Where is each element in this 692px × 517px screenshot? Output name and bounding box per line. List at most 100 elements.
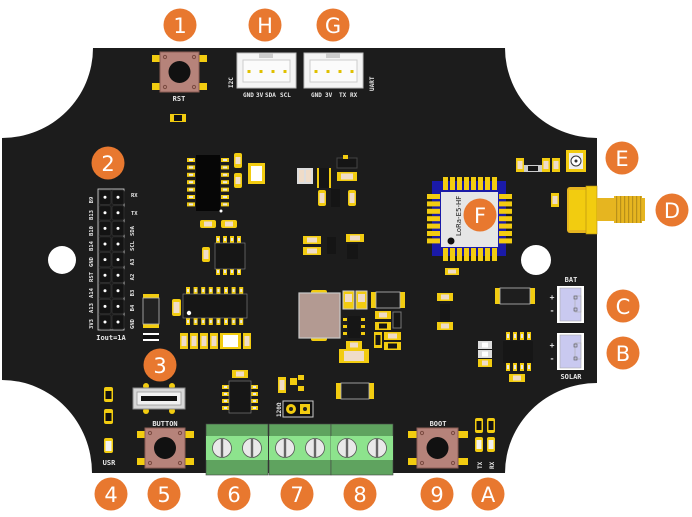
usr-led (104, 438, 113, 453)
badge-label: 1 (173, 14, 186, 38)
terminal-block-2[interactable] (268, 423, 332, 476)
termination-jumper[interactable] (278, 375, 314, 418)
header-pin (98, 189, 112, 205)
header-pin (111, 267, 125, 283)
sma-connector[interactable] (567, 185, 645, 235)
boot-label: BOOT (430, 420, 447, 428)
solar-connector[interactable] (557, 333, 584, 370)
header-pin-label: 3V3 (89, 319, 95, 329)
bat-label: BAT (565, 276, 578, 284)
header-pin (98, 251, 112, 268)
badge-sma-connector: D (655, 193, 689, 227)
badge-reset-button: 1 (163, 8, 197, 42)
rx-label: RX (489, 461, 496, 469)
header-pin (98, 283, 112, 299)
passive-row (172, 299, 251, 349)
bat-plus-label: + (550, 293, 555, 302)
header-pin-label: RX (131, 193, 138, 199)
header-pin-label: B10 (89, 226, 95, 236)
header-pin-label: B9 (89, 197, 95, 204)
badge-label: H (257, 14, 273, 38)
header-pin-label: SDA (130, 225, 136, 236)
header-pin (98, 205, 112, 221)
bat-minus-label: - (550, 306, 555, 315)
slide-switch[interactable] (132, 383, 186, 414)
terminal-screw[interactable] (242, 438, 262, 458)
uart-connector[interactable] (303, 52, 364, 89)
terminal-screw[interactable] (367, 438, 387, 458)
i2c-pin-label: 3V (256, 92, 264, 99)
badge-label: D (664, 199, 680, 223)
terminal-screw[interactable] (212, 438, 232, 458)
smd-led (170, 114, 186, 122)
badge-label: E (615, 147, 628, 171)
power-passives (339, 287, 535, 367)
ic-soic8-lower (222, 370, 258, 414)
badge-tx-rx-leds: A (471, 477, 505, 511)
button-label: BUTTON (152, 420, 177, 428)
header-pin-label: SCL (130, 240, 136, 251)
header-pin-label: A3 (130, 259, 136, 266)
battery-connector[interactable] (557, 286, 584, 323)
badge-terminal-block-1: 6 (217, 477, 251, 511)
header-pin (111, 205, 125, 221)
header-pin-label: A13 (89, 303, 95, 313)
gpio-header[interactable] (97, 188, 125, 331)
badge-terminal-block-3: 8 (343, 477, 377, 511)
tx-rx-leds (475, 418, 495, 452)
ic-soic16 (182, 287, 248, 325)
header-pin-label: B4 (130, 304, 136, 311)
user-button[interactable] (137, 427, 194, 469)
header-pin-label: RST (89, 271, 95, 282)
led-column (104, 387, 113, 424)
ic-soic8-right (503, 332, 533, 382)
i2c-pin-label: GND (243, 92, 254, 99)
header-pin (98, 236, 112, 252)
terminal-block-1[interactable] (205, 423, 269, 476)
header-pin (111, 220, 125, 237)
resistor-label: 120Ω (276, 402, 283, 417)
badge-label: G (325, 14, 341, 38)
uart-pin-label: 3V (325, 92, 333, 99)
badge-user-button: 5 (147, 477, 181, 511)
badge-label: 6 (227, 483, 240, 507)
terminal-screw[interactable] (275, 438, 295, 458)
badge-battery-connector: C (606, 289, 640, 323)
terminal-screw[interactable] (337, 438, 357, 458)
header-pin (111, 314, 125, 330)
badge-label: 9 (430, 483, 443, 507)
inductor (298, 290, 341, 341)
header-pin (111, 251, 125, 268)
i2c-pin-label: SCL (280, 92, 291, 99)
reset-button[interactable] (152, 51, 207, 93)
mounting-hole-left (48, 246, 76, 274)
badge-label: C (616, 295, 631, 319)
i2c-pin-label: SDA (265, 92, 276, 99)
i2c-connector[interactable] (236, 52, 297, 89)
badge-uart-connector: G (316, 8, 350, 42)
uart-pin-label: RX (350, 92, 358, 99)
header-left-labels: B9 B13 B10 B14 GND RST A14 A13 3V3 (89, 197, 95, 329)
ufl-connector[interactable] (566, 150, 586, 172)
smd-resistor (200, 220, 237, 262)
tx-label: TX (477, 461, 484, 469)
terminal-screw[interactable] (305, 438, 325, 458)
solar-plus-label: + (550, 341, 555, 350)
badge-label: A (481, 483, 496, 507)
header-right-labels: RX TX SDA SCL A3 A2 B3 B4 GND (130, 193, 138, 329)
boot-button[interactable] (408, 427, 468, 469)
header-pin-label: B3 (130, 290, 136, 297)
badge-usr-led: 4 (94, 477, 128, 511)
i2c-pin-labels: GND 3V SDA SCL (243, 92, 291, 99)
terminal-block-3[interactable] (330, 423, 394, 476)
badge-i2c-connector: H (248, 8, 282, 42)
badge-label: 4 (104, 483, 117, 507)
smd-capacitor (234, 153, 242, 188)
header-pin-label: TX (131, 211, 138, 217)
smd-resistor-module (445, 268, 459, 275)
badge-lora-module: F (463, 198, 497, 232)
header-pin (98, 267, 112, 283)
uart-label: UART (369, 76, 376, 91)
header-pin (111, 283, 125, 299)
